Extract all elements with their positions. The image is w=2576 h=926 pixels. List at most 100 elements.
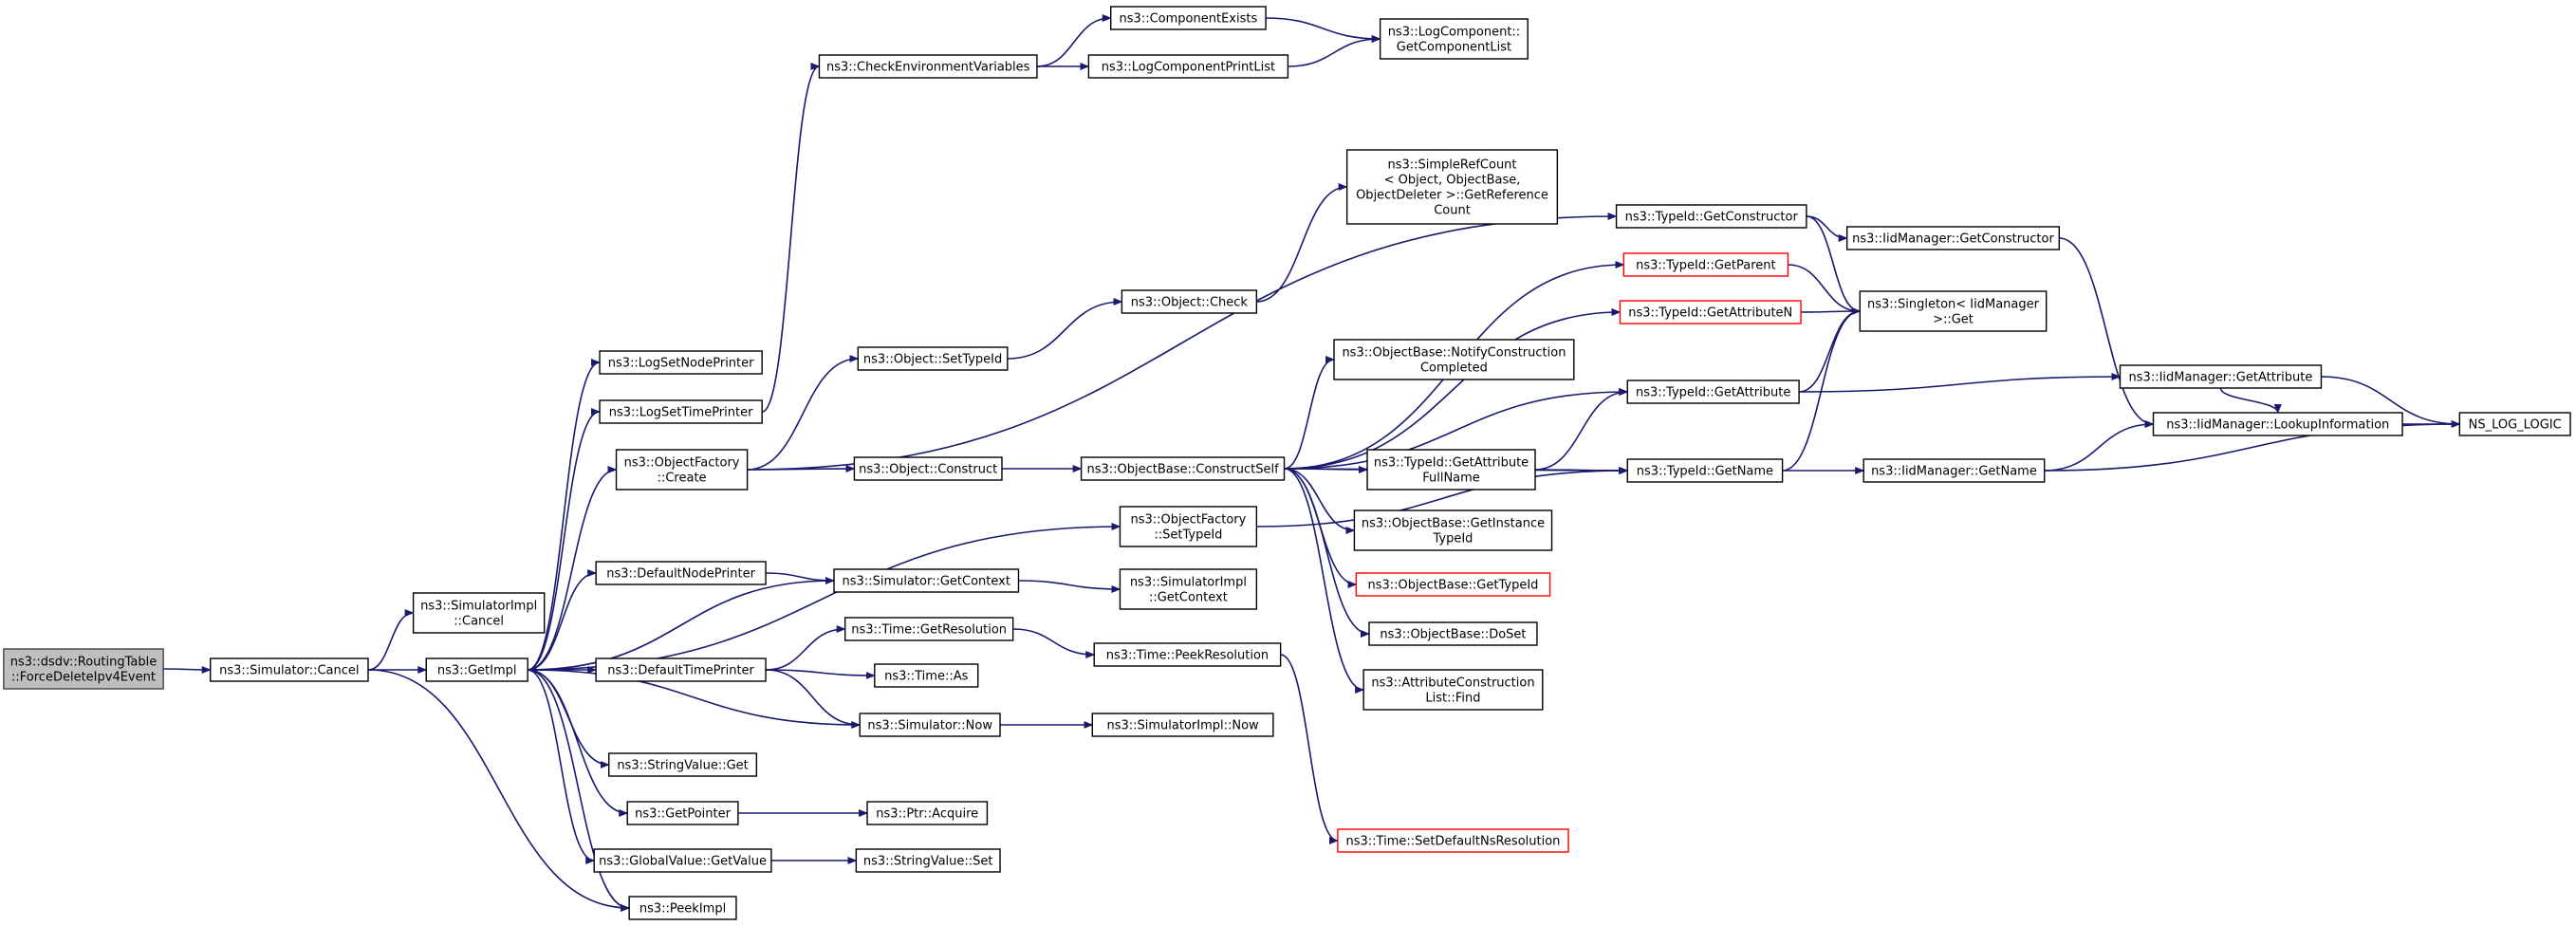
node-notifyconstruct-label-line: ns3::ObjectBase::NotifyConstruction: [1342, 346, 1566, 361]
node-typeidgetparent-box: [1622, 252, 1789, 277]
node-objcheck-box: [1121, 289, 1258, 314]
node-objfactsettypeid-box: [1119, 506, 1258, 547]
node-stringset[interactable]: ns3::StringValue::Set: [855, 848, 1001, 873]
node-typeidgetattributen-box: [1619, 300, 1802, 324]
node-logsetnode-label-line: ns3::LogSetNodePrinter: [608, 357, 754, 371]
node-getimpl[interactable]: ns3::GetImpl: [425, 657, 528, 682]
edge-objfactcreate-to-objsettypeid: [747, 355, 860, 471]
node-typeidgetattributen[interactable]: ns3::TypeId::GetAttributeN: [1619, 300, 1802, 324]
node-logcompgetlist-label-line: ns3::LogComponent::: [1388, 26, 1521, 40]
node-attrconstructfind-label-line: ns3::AttributeConstruction: [1371, 676, 1534, 691]
node-iidgetattribute-box: [2119, 364, 2323, 389]
node-getpointer[interactable]: ns3::GetPointer: [626, 801, 739, 825]
node-objbasedoset-label-line: ns3::ObjectBase::DoSet: [1380, 628, 1526, 642]
node-root-box: [3, 648, 164, 690]
node-objsettypeid[interactable]: ns3::Object::SetTypeId: [857, 346, 1009, 371]
node-iidgetname[interactable]: ns3::IidManager::GetName: [1863, 458, 2046, 483]
node-typeidgetattribute[interactable]: ns3::TypeId::GetAttribute: [1626, 380, 1800, 404]
node-peekimpl-box: [628, 896, 737, 920]
edge-getimpl-to-objfactcreate: [528, 466, 618, 671]
node-objbasedoset-box: [1368, 621, 1538, 646]
node-objbasegettypeid[interactable]: ns3::ObjectBase::GetTypeId: [1355, 572, 1551, 597]
node-deftimeprinter-box: [595, 657, 767, 682]
node-objbaseconstruct-label-line: ns3::ObjectBase::ConstructSelf: [1086, 463, 1279, 477]
node-typeidgetconstructor[interactable]: ns3::TypeId::GetConstructor: [1615, 204, 1807, 229]
node-simplerefcount[interactable]: ns3::SimpleRefCount< Object, ObjectBase,…: [1345, 149, 1559, 225]
node-simcancel[interactable]: ns3::Simulator::Cancel: [209, 657, 369, 682]
node-iidgetattribute-label-line: ns3::IidManager::GetAttribute: [2129, 371, 2313, 385]
node-timepeekres[interactable]: ns3::Time::PeekResolution: [1093, 642, 1282, 667]
node-deftimeprinter[interactable]: ns3::DefaultTimePrinter: [595, 657, 767, 682]
node-stringget[interactable]: ns3::StringValue::Get: [608, 752, 758, 777]
node-ptracquire[interactable]: ns3::Ptr::Acquire: [866, 801, 989, 825]
node-objcheck[interactable]: ns3::Object::Check: [1121, 289, 1258, 314]
node-compexists[interactable]: ns3::ComponentExists: [1110, 6, 1267, 30]
node-stringset-box: [855, 848, 1001, 873]
node-singletonget[interactable]: ns3::Singleton< IidManager >::Get: [1859, 290, 2048, 332]
node-nslog[interactable]: NS_LOG_LOGIC: [2458, 412, 2571, 436]
node-objfactsettypeid-label-line: ::SetTypeId: [1154, 528, 1222, 543]
node-simgetcontext[interactable]: ns3::Simulator::GetContext: [833, 568, 1020, 593]
node-checkenv[interactable]: ns3::CheckEnvironmentVariables: [818, 54, 1038, 79]
node-simgetcontext-box: [833, 568, 1020, 593]
node-objfactsettypeid[interactable]: ns3::ObjectFactory::SetTypeId: [1119, 506, 1258, 547]
node-objfactsettypeid-label-line: ns3::ObjectFactory: [1130, 513, 1246, 528]
node-typeidgetparent[interactable]: ns3::TypeId::GetParent: [1622, 252, 1789, 277]
node-logsetnode[interactable]: ns3::LogSetNodePrinter: [599, 350, 763, 375]
node-iidgetconstructor[interactable]: ns3::IidManager::GetConstructor: [1845, 226, 2061, 250]
node-objbasedoset[interactable]: ns3::ObjectBase::DoSet: [1368, 621, 1538, 646]
node-objconstruct[interactable]: ns3::Object::Construct: [853, 456, 1003, 481]
edge-deftimeprinter-to-simnow: [766, 669, 862, 729]
node-simimplnow-box: [1091, 713, 1274, 737]
node-notifyconstruct-label-line: Completed: [1420, 361, 1488, 376]
edge-simcancel-to-peekimpl: [367, 669, 631, 912]
node-notifyconstruct[interactable]: ns3::ObjectBase::NotifyConstructionCompl…: [1333, 339, 1575, 380]
node-objfactcreate[interactable]: ns3::ObjectFactory::Create: [615, 449, 749, 491]
node-timesetdefault-label-line: ns3::Time::SetDefaultNsResolution: [1346, 835, 1561, 849]
edge-objbaseconstruct-to-notifyconstruct: [1284, 356, 1336, 470]
node-iidgetname-box: [1863, 458, 2046, 483]
node-iidgetattribute[interactable]: ns3::IidManager::GetAttribute: [2119, 364, 2323, 389]
node-timesetdefault-box: [1337, 828, 1569, 853]
node-getinstancetypeid-box: [1353, 509, 1553, 551]
node-simplerefcount-label-line: < Object, ObjectBase,: [1384, 174, 1521, 188]
node-globalgetvalue[interactable]: ns3::GlobalValue::GetValue: [593, 848, 772, 873]
node-getpointer-label-line: ns3::GetPointer: [635, 807, 731, 822]
node-timeas[interactable]: ns3::Time::As: [874, 663, 979, 688]
node-typeidgetname-label-line: ns3::TypeId::GetName: [1637, 465, 1773, 479]
node-typeidgetattrfull-label-line: ns3::TypeId::GetAttribute: [1374, 456, 1529, 471]
node-logcompgetlist[interactable]: ns3::LogComponent::GetComponentList: [1379, 18, 1529, 60]
node-simnow[interactable]: ns3::Simulator::Now: [859, 713, 1001, 737]
edge-objcheck-to-simplerefcount: [1256, 183, 1348, 303]
node-getimpl-box: [425, 657, 528, 682]
node-objsettypeid-box: [857, 346, 1009, 371]
node-logcompprint[interactable]: ns3::LogComponentPrintList: [1087, 54, 1289, 79]
node-objbaseconstruct-box: [1080, 456, 1286, 481]
node-simimplcancel[interactable]: ns3::SimulatorImpl::Cancel: [412, 592, 546, 634]
edge-logsettime-to-checkenv: [761, 63, 821, 413]
node-timegetres[interactable]: ns3::Time::GetResolution: [843, 617, 1014, 641]
node-timesetdefault[interactable]: ns3::Time::SetDefaultNsResolution: [1337, 828, 1569, 853]
node-iidlookup-label-line: ns3::IidManager::LookupInformation: [2166, 418, 2389, 433]
node-typeidgetattrfull-label-line: FullName: [1422, 472, 1480, 486]
node-simimplgetcontext[interactable]: ns3::SimulatorImpl::GetContext: [1119, 568, 1258, 610]
node-typeidgetattributen-label-line: ns3::TypeId::GetAttributeN: [1628, 306, 1792, 321]
node-peekimpl[interactable]: ns3::PeekImpl: [628, 896, 737, 920]
edge-simgetcontext-to-simimplgetcontext: [1018, 580, 1121, 593]
node-simimplnow[interactable]: ns3::SimulatorImpl::Now: [1091, 713, 1274, 737]
node-logsettime[interactable]: ns3::LogSetTimePrinter: [599, 399, 763, 424]
node-defnodeprinter[interactable]: ns3::DefaultNodePrinter: [595, 561, 767, 585]
node-iidlookup[interactable]: ns3::IidManager::LookupInformation: [2152, 412, 2403, 436]
node-typeidgetname[interactable]: ns3::TypeId::GetName: [1626, 458, 1784, 483]
edge-logcompprint-to-logcompgetlist: [1288, 35, 1381, 67]
edge-getimpl-to-globalgetvalue: [528, 669, 596, 864]
node-logcompgetlist-label-line: GetComponentList: [1397, 41, 1511, 55]
node-stringset-label-line: ns3::StringValue::Set: [863, 855, 993, 869]
edge-simgetcontext-to-getimpl: [527, 580, 835, 674]
node-root[interactable]: ns3::dsdv::RoutingTable::ForceDeleteIpv4…: [3, 648, 164, 690]
node-objbaseconstruct[interactable]: ns3::ObjectBase::ConstructSelf: [1080, 456, 1286, 481]
edge-typeidgetattributen-to-singletonget: [1801, 307, 1862, 316]
